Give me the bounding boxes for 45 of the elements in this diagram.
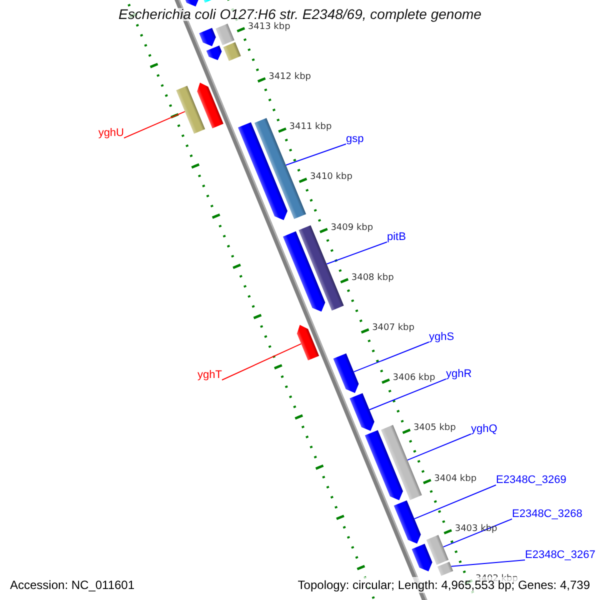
tick-label: 3404 kbp: [434, 474, 477, 485]
tick-label: 3407 kbp: [372, 322, 414, 334]
gene-bar: [223, 42, 241, 61]
pointed-gene-bar: [350, 393, 374, 431]
leader-line: [353, 342, 430, 372]
pointed-gene-bar: [296, 324, 320, 360]
pointed-gene-bar: [199, 28, 216, 46]
tick-label: 3410 kbp: [310, 172, 352, 184]
leader-line: [326, 242, 388, 265]
pointed-gene-bar: [282, 231, 326, 312]
tick-label: 3405 kbp: [413, 423, 456, 434]
pointed-gene-bar: [197, 82, 224, 128]
leader-line: [442, 518, 512, 548]
gene-label: pitB: [387, 231, 406, 244]
gene-label: yghS: [429, 331, 454, 344]
gene-label: yghU: [98, 127, 124, 140]
gene-label: E2348C_3268: [512, 508, 582, 521]
gene-label: E2348C_3269: [496, 474, 566, 487]
leader-line: [406, 434, 472, 461]
leader-line: [368, 378, 446, 410]
gene-label: yghT: [198, 369, 222, 382]
leader-line: [414, 484, 496, 520]
gene-label: yghQ: [471, 423, 498, 436]
tick-label: 3409 kbp: [330, 222, 374, 234]
gene-label: gsp: [346, 133, 364, 146]
gene-bar: [216, 24, 234, 46]
pointed-gene-bar: [394, 500, 421, 544]
gene-label: E2348C_3267: [525, 549, 596, 562]
leader-line: [222, 343, 302, 380]
pointed-gene-bar: [364, 430, 403, 500]
pointed-gene-bar: [206, 45, 222, 60]
tick-label: 3408 kbp: [351, 272, 394, 284]
pointed-gene-bar: [412, 544, 432, 572]
pointed-gene-bar: [238, 122, 288, 220]
tick-label: 3411 kbp: [289, 122, 332, 134]
accession-text: Accession: NC_011601: [8, 577, 137, 593]
tick-label: 3413 kbp: [248, 22, 290, 33]
leader-line: [285, 144, 346, 166]
gene-bar: [176, 86, 206, 134]
pointed-gene-bar: [333, 353, 359, 393]
tick-label: 3406 kbp: [392, 373, 436, 384]
leader-line: [450, 560, 526, 567]
gene-label: yghR: [446, 368, 472, 381]
tick-label: 3412 kbp: [268, 72, 312, 83]
leader-line: [124, 111, 186, 138]
